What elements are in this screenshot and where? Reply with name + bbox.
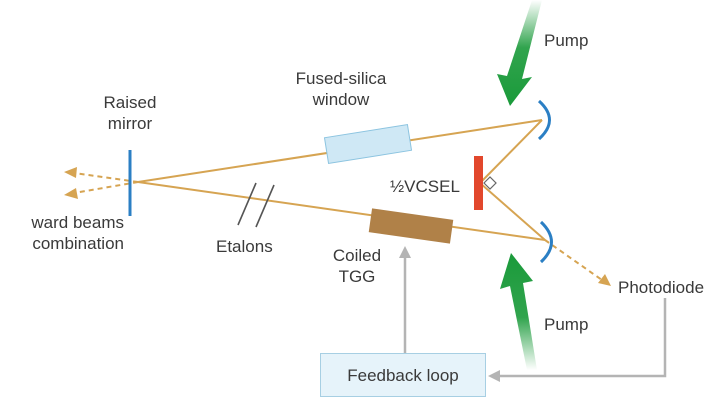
coiled-tgg-label-line2: TGG <box>338 267 376 286</box>
etalons-label: Etalons <box>216 237 273 256</box>
lower-curved-mirror <box>539 220 553 264</box>
photodiode-beam <box>544 239 603 281</box>
vcsel-beam-up <box>479 119 543 184</box>
vcsel-marker <box>483 176 497 190</box>
etalon-left <box>237 182 257 226</box>
pump-top-label: Pump <box>544 31 589 50</box>
coiled-tgg-label-line1: Coiled <box>332 246 382 265</box>
upper-curved-mirror <box>537 99 551 141</box>
fused-silica-window <box>323 124 413 164</box>
raised-mirror-label-line1: Raised <box>103 93 157 112</box>
forward-beams-label: ward beams combination <box>0 212 124 254</box>
coiled-tgg <box>368 208 454 244</box>
feedback-arrowhead-left <box>488 370 500 382</box>
pump-arrow-bottom <box>500 253 537 370</box>
forward-beam-upper-arrowhead <box>64 167 77 178</box>
raised-mirror-label-line2: mirror <box>107 114 153 133</box>
fused-silica-window-label: Fused-silica window <box>276 68 406 110</box>
fused-silica-label-line2: window <box>312 90 370 109</box>
photodiode-beam-arrowhead <box>598 274 611 286</box>
lower-beam <box>137 181 546 241</box>
etalon-right <box>255 184 275 228</box>
forward-beam-lower-arrowhead <box>64 188 78 199</box>
pump-arrow-top <box>497 0 542 106</box>
forward-beams-label-line2: combination <box>32 234 124 253</box>
coiled-tgg-label: Coiled TGG <box>322 245 392 287</box>
feedback-arrowhead-up <box>399 246 411 258</box>
feedback-loop-label: Feedback loop <box>347 366 459 385</box>
photodiode-label: Photodiode <box>618 278 705 297</box>
fused-silica-label-line1: Fused-silica <box>295 69 387 88</box>
pump-bottom-label: Pump <box>544 315 589 334</box>
forward-beam-lower <box>73 181 139 194</box>
vcsel-chip <box>474 156 483 210</box>
vcsel-beam-down <box>479 182 546 241</box>
feedback-loop-box: Feedback loop <box>320 353 486 397</box>
feedback-line-photodiode <box>496 298 667 378</box>
half-vcsel-label: ½VCSEL <box>390 177 460 196</box>
forward-beam-upper <box>73 172 139 183</box>
raised-mirror-label: Raised mirror <box>90 92 170 134</box>
forward-beams-label-line1: ward beams <box>31 213 124 232</box>
